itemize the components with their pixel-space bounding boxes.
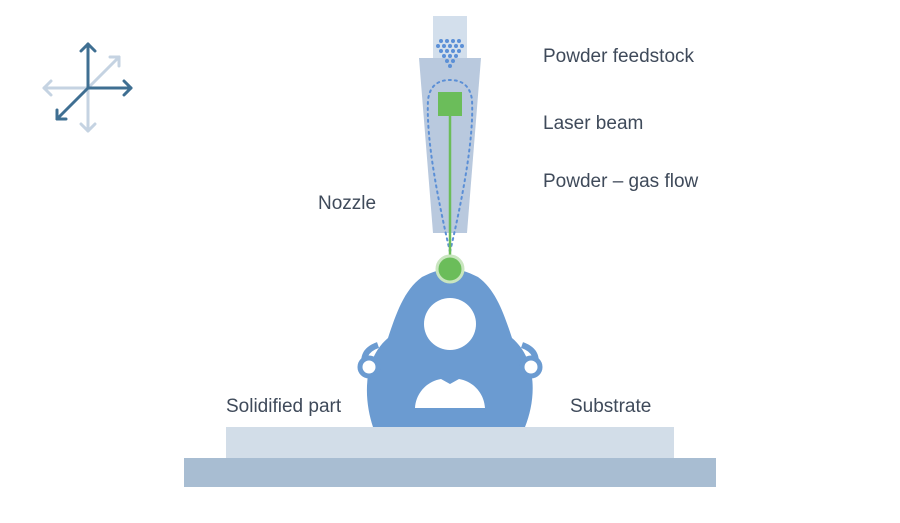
axes-icon <box>42 42 133 133</box>
substrate-plate <box>226 427 674 458</box>
powder-feedstock-label: Powder feedstock <box>543 46 695 67</box>
laser-beam-label: Laser beam <box>543 113 644 134</box>
substrate-base <box>184 458 716 487</box>
nozzle-label: Nozzle <box>318 193 377 214</box>
solidified-part-label: Solidified part <box>226 396 342 417</box>
laser-beam <box>435 92 465 284</box>
powder-gas-flow-label: Powder – gas flow <box>543 171 699 192</box>
solidified-part <box>357 268 543 427</box>
substrate-label: Substrate <box>570 396 652 417</box>
